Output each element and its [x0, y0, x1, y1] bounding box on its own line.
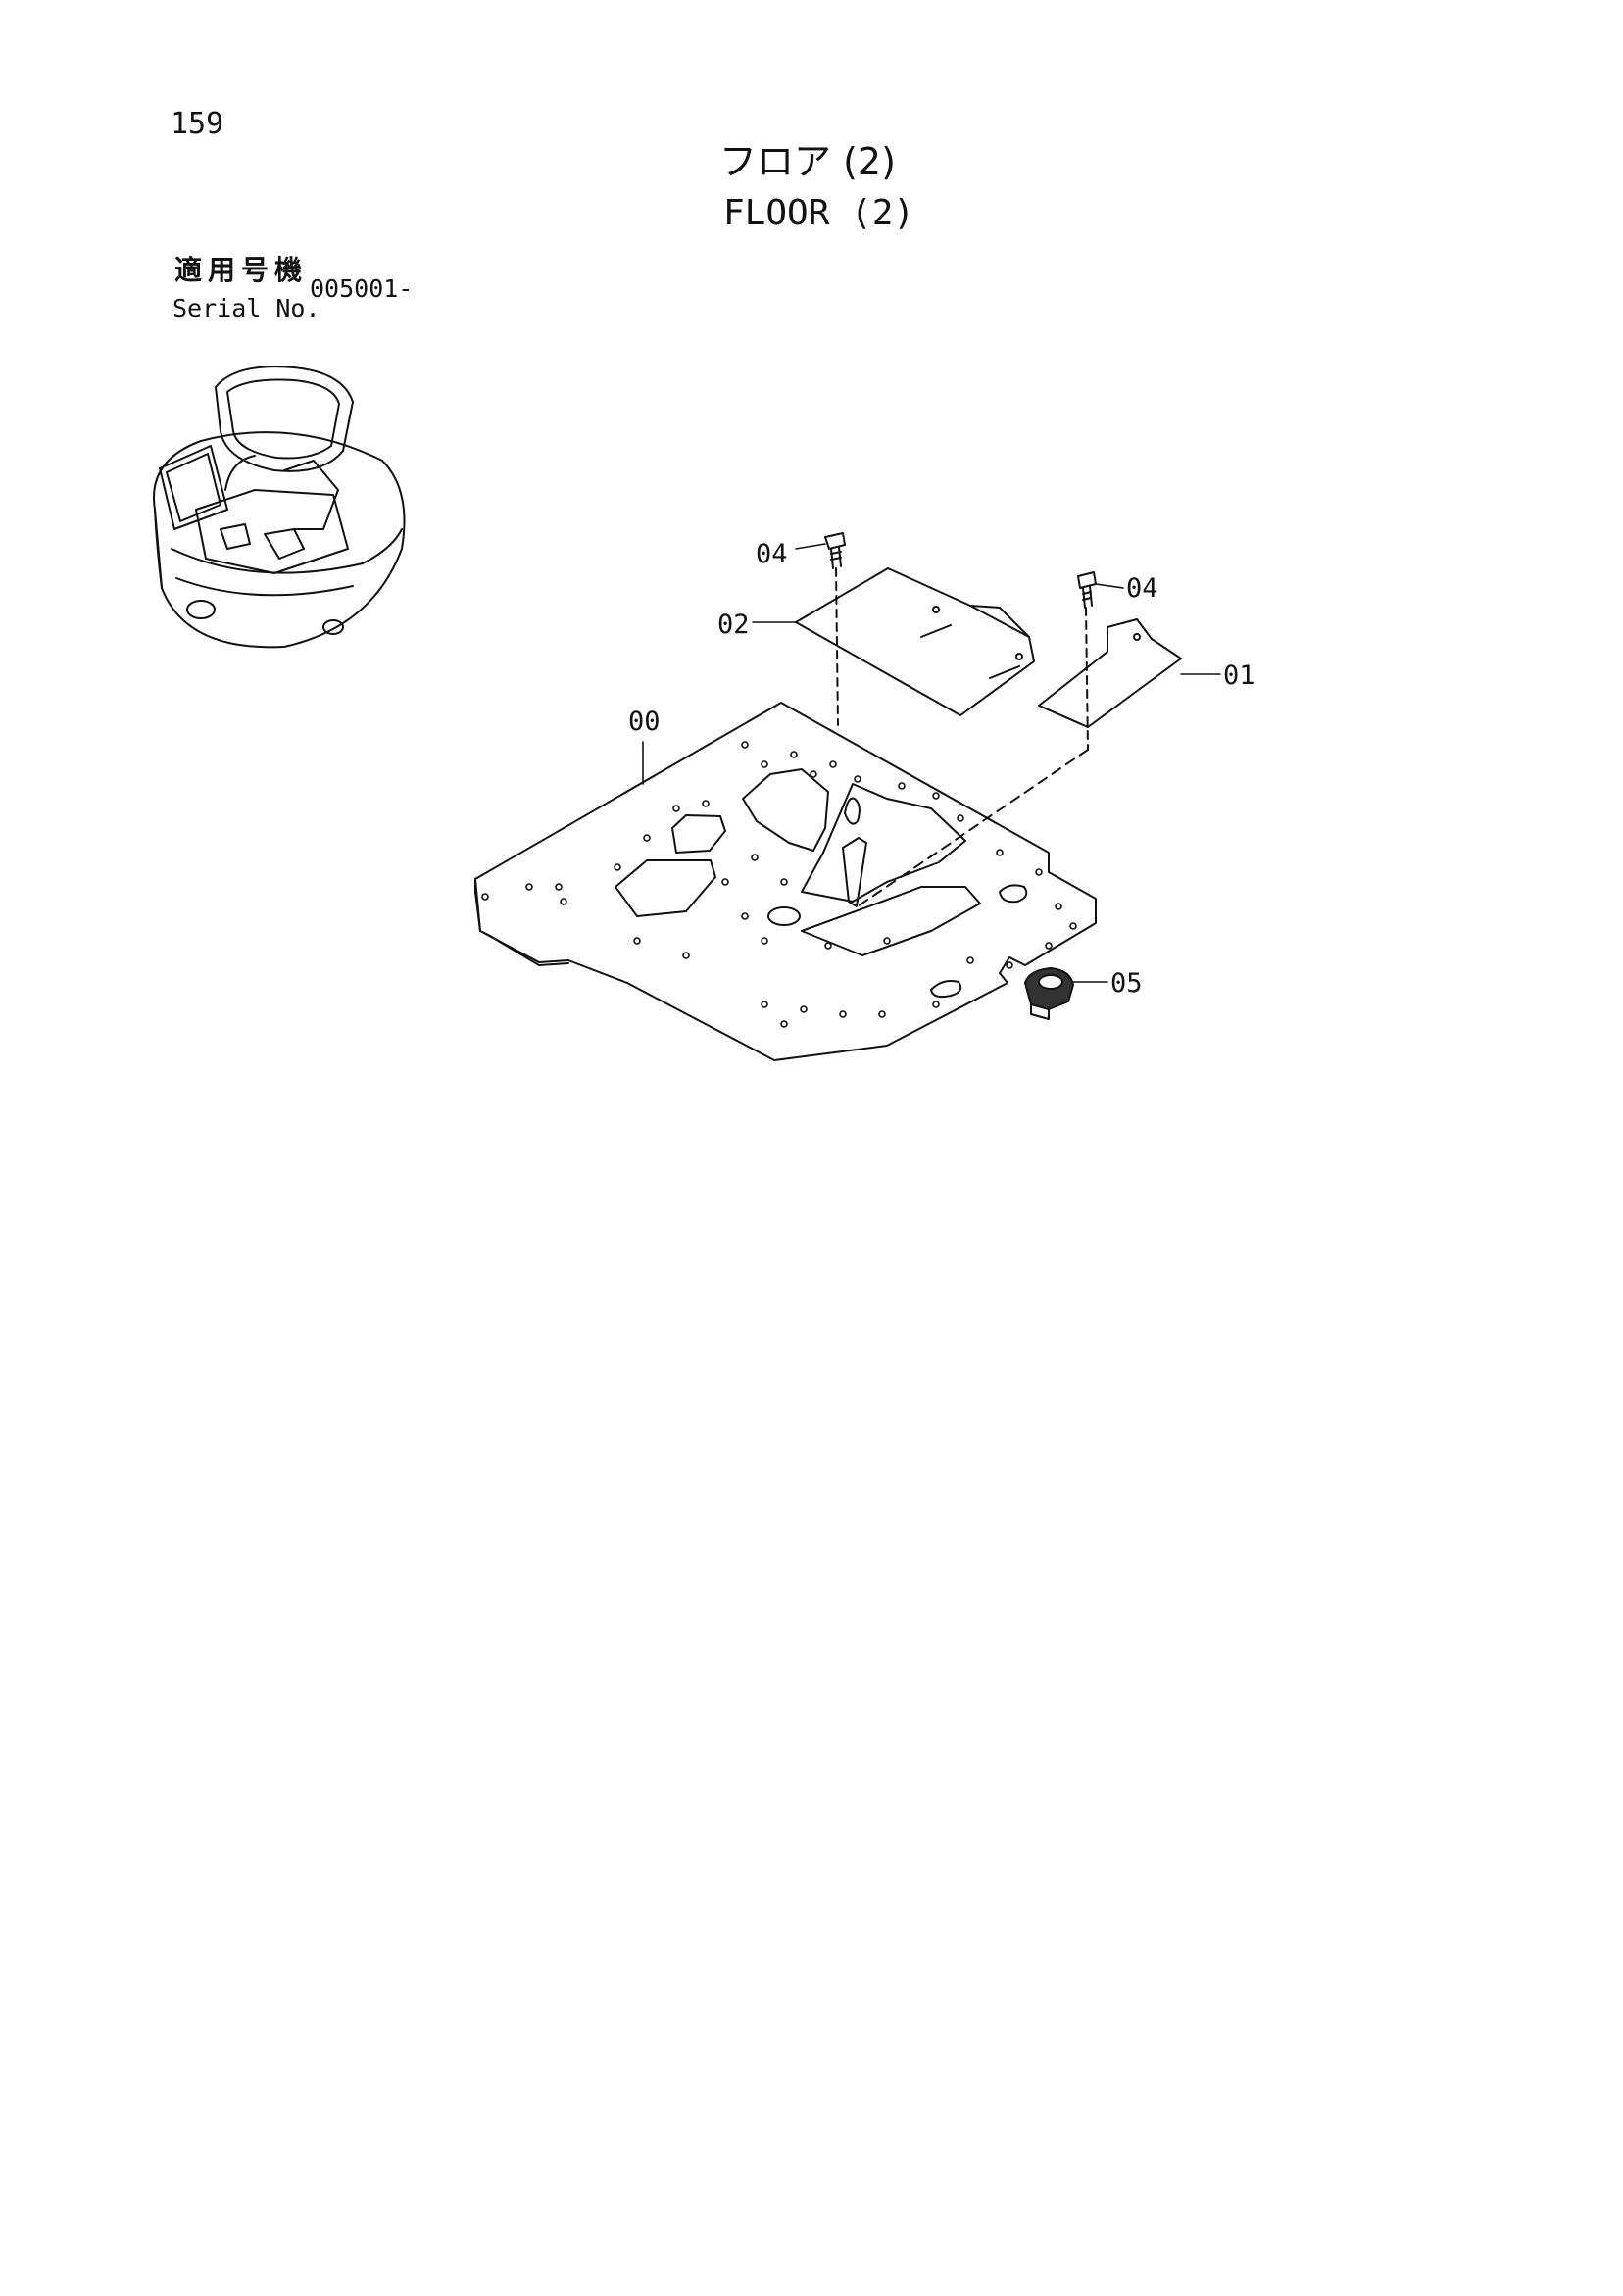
leader-lines	[642, 543, 1221, 983]
cover-plate-02	[795, 567, 1035, 716]
page-number: 159	[171, 107, 224, 141]
callout-00: 00	[628, 707, 661, 737]
serial-label-japanese: 適用号機	[174, 254, 309, 286]
bolt-04-left	[824, 532, 846, 726]
floor-plate	[474, 702, 1097, 1061]
bolt-04-right	[857, 571, 1097, 907]
callout-05: 05	[1110, 968, 1143, 999]
callout-01: 01	[1223, 660, 1255, 691]
cover-plate-01	[1038, 618, 1182, 728]
serial-number-value: 005001-	[310, 274, 414, 303]
serial-label-english: Serial No.	[172, 294, 320, 322]
machine-overview-thumbnail	[153, 366, 406, 649]
clamp-05	[1024, 967, 1074, 1020]
callout-04-left: 04	[756, 539, 788, 569]
page-title-english: FLOOR (2)	[723, 193, 915, 233]
callout-02: 02	[717, 610, 750, 640]
page-title-japanese: フロア (2)	[719, 140, 896, 183]
callout-04-right: 04	[1126, 573, 1158, 604]
